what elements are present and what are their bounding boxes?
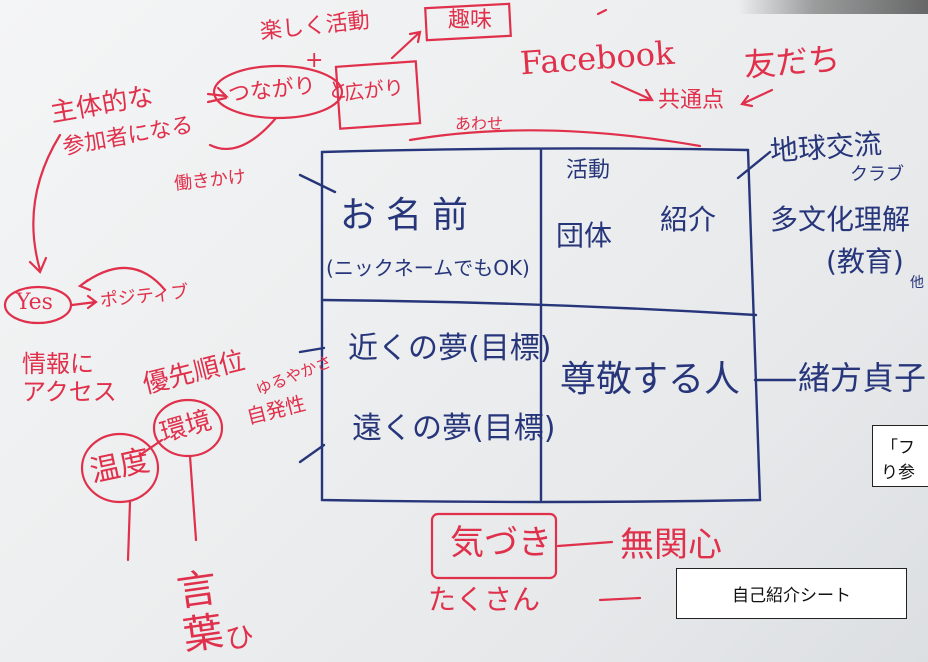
note-takusan: たくさん	[428, 583, 541, 616]
circle-tsunagari	[212, 64, 344, 120]
sheet-table-hline	[320, 298, 758, 317]
note-kizuki: 気づき	[450, 523, 552, 563]
note-hoka: 他	[910, 275, 924, 291]
line-kankyou-kotoba	[188, 454, 198, 542]
cell-onamae: お名前	[340, 195, 479, 236]
board-edge-shadow	[738, 0, 928, 14]
arrow-to-hobby	[390, 30, 422, 60]
caption-box-partial: 「フ り参	[872, 425, 928, 487]
note-jouhou-1: 情報に	[22, 350, 94, 378]
note-tomodachi: 友だち	[742, 39, 842, 85]
cell-chikaku: 近くの夢(目標)	[348, 331, 552, 366]
note-plus: +	[305, 48, 324, 73]
sheet-title-box: 自己紹介シート	[676, 568, 907, 619]
cell-nickname: (ニックネームでもOK)	[326, 256, 530, 280]
note-tabunka: 多文化理解	[770, 203, 911, 236]
arc-awase	[408, 129, 702, 148]
note-hirogari: 広がり	[342, 74, 406, 106]
cell-katsudou: 活動	[566, 158, 611, 183]
line-kankyou-ondo	[138, 438, 164, 457]
line-ondo-down	[126, 500, 132, 562]
box-kizuki	[430, 512, 558, 580]
arrow-shutai-yes	[28, 133, 62, 274]
sheet-title: 自己紹介シート	[732, 586, 851, 606]
note-kyoutsuuten: 共通点	[658, 88, 725, 113]
line-kizuki-mukanshin	[556, 540, 614, 548]
box-hirogari	[334, 60, 422, 130]
caption-partial-line-2: り参	[881, 462, 915, 483]
note-to: と	[328, 78, 348, 102]
note-yes: Yes	[16, 290, 53, 315]
note-hi: ひ	[223, 618, 257, 657]
leader-tooku	[298, 443, 326, 464]
note-awase: あわせ	[455, 114, 504, 133]
box-hobby	[424, 2, 512, 42]
arc-hatarakikake	[208, 116, 278, 150]
note-ogata: 緒方貞子	[798, 359, 927, 397]
cell-dantai: 団体	[556, 219, 613, 252]
sheet-table-outline	[320, 147, 762, 504]
note-chikyuu-2: クラブ	[850, 164, 904, 185]
note-hobby: 趣味	[448, 8, 493, 33]
arrow-facebook-kyoutsuu	[610, 80, 654, 102]
leader-chikaku	[298, 346, 326, 354]
curve-positive-yes	[77, 266, 167, 292]
leader-hatarakikake	[298, 173, 337, 194]
circle-kankyou	[152, 398, 224, 458]
cell-tooku: 遠くの夢(目標)	[352, 411, 556, 446]
note-chikyuu-1: 地球交流	[768, 127, 883, 168]
arrow-yes-positive	[70, 294, 98, 310]
caption-partial-line-1: 「フ	[881, 438, 915, 458]
note-facebook: Facebook	[518, 33, 676, 83]
note-kyouiku: (教育)	[826, 245, 904, 278]
cell-sonkei: 尊敬する人	[560, 359, 741, 400]
note-mukanshin: 無関心	[620, 525, 722, 565]
line-mukanshin-sheet	[598, 596, 642, 602]
arrow-shutai-tsunagari	[206, 86, 229, 104]
leader-chikyuu	[736, 150, 772, 180]
circle-ondo	[80, 432, 160, 504]
marker-top	[596, 8, 608, 16]
arrow-tomodachi-kyoutsuu	[740, 88, 774, 108]
cell-shoukai: 紹介	[660, 203, 717, 236]
note-jouhou-2: アクセス	[22, 378, 117, 406]
